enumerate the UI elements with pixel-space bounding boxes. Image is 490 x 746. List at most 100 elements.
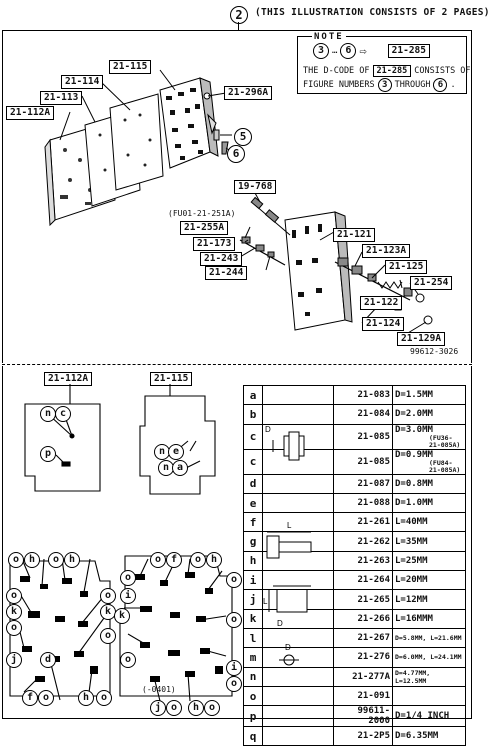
row-part-number: 21-091 <box>333 685 393 707</box>
callout-21-123A: 21-123A <box>362 244 411 258</box>
row-size-value: D=2.0MM <box>395 409 433 420</box>
plate-112A-outline <box>24 403 101 492</box>
row-part-number: 21-088 <box>333 492 393 514</box>
callout-19-768: 19-768 <box>234 180 277 194</box>
marker-j-2: j <box>150 700 166 716</box>
marker-i-2: i <box>226 660 242 676</box>
marker-o-11: o <box>190 552 206 568</box>
row-size: L=35MM <box>392 531 466 552</box>
row-size-value: L=40MM <box>395 517 428 528</box>
row-illustration-cell <box>262 726 334 746</box>
plate-note: (-0401) <box>142 685 176 694</box>
note-line1-code: 21-285 <box>372 65 412 77</box>
tag-21-115: 21-115 <box>150 372 193 386</box>
row-part-number: 21-087 <box>333 473 393 494</box>
row-size-note: (FU84-21-085A) <box>429 458 461 474</box>
row-size-note: (FU36-21-085A) <box>429 433 461 449</box>
note-range-sep: … <box>332 45 338 56</box>
note-line2-circle-6: 6 <box>433 78 448 92</box>
row-size: D=6.0MM, L=24.1MM <box>392 647 466 668</box>
note-code-tag: 21-285 <box>387 44 430 58</box>
row-size-value: L=12MM <box>395 594 428 605</box>
row-size-value: D=0.9MM <box>395 449 433 460</box>
marker-n-112A: n <box>40 406 56 422</box>
row-size: D=5.8MM, L=21.6MM <box>392 627 466 649</box>
row-size: L=25MM <box>392 550 466 572</box>
callout-21-254: 21-254 <box>410 276 453 290</box>
row-size: D=0.9MM(FU84-21-085A) <box>392 448 466 475</box>
orifice-shape-drawing: D <box>265 425 305 461</box>
callout-21-296A: 21-296A <box>224 86 273 100</box>
marker-e-115: e <box>168 444 184 460</box>
cup-plug-shape-drawing: L D <box>263 585 311 628</box>
note-line2-mid: THROUGH <box>394 79 431 90</box>
marker-o-9: o <box>96 690 112 706</box>
callout-21-129A: 21-129A <box>397 332 446 346</box>
note-line1-pre: THE D-CODE OF <box>303 65 370 76</box>
svg-text:L: L <box>263 597 268 606</box>
row-key: a <box>243 384 263 406</box>
row-size-value: D=1/4 INCH <box>395 711 450 722</box>
callout-21-125: 21-125 <box>385 260 428 274</box>
row-part-number: 21-264 <box>333 570 393 591</box>
row-part-number: 21-085 <box>333 423 393 450</box>
row-size: L=16MMM <box>392 608 466 629</box>
marker-o-8: o <box>38 690 54 706</box>
note-line1-post: CONSISTS OF <box>414 65 471 76</box>
svg-text:D: D <box>265 425 271 434</box>
marker-o-5: o <box>100 588 116 604</box>
marker-h-4: h <box>206 552 222 568</box>
marker-j-1: j <box>6 652 22 668</box>
ball-shape-drawing: D <box>279 643 299 666</box>
row-size-value: D=0.8MM <box>395 478 433 489</box>
row-size: D=2.0MM <box>392 404 466 425</box>
note-title: NOTE <box>312 32 346 42</box>
ref-leader <box>238 22 239 31</box>
marker-a-115: a <box>172 460 188 476</box>
row-size: D=4.77MM, L=12.5MM <box>392 666 466 687</box>
callout-circle-6: 6 <box>227 145 245 163</box>
marker-o-15: o <box>226 676 242 692</box>
marker-o-17: o <box>204 700 220 716</box>
row-size-value: D=6.0MM, L=24.1MM <box>395 653 462 662</box>
note-circle-6: 6 <box>340 43 357 59</box>
row-illustration-cell <box>262 705 334 728</box>
row-part-number: 21-267 <box>333 627 393 649</box>
row-part-number: 21-266 <box>333 608 393 629</box>
marker-c-112A: c <box>55 406 71 422</box>
section-divider <box>2 364 472 365</box>
row-size-value: D=4.77MM, L=12.5MM <box>395 668 431 685</box>
marker-f-1: f <box>22 690 38 706</box>
illustration-title: (THIS ILLUSTRATION CONSISTS OF 2 PAGES) <box>255 7 490 18</box>
marker-o-7: o <box>120 652 136 668</box>
row-size <box>392 685 466 707</box>
callout-21-173: 21-173 <box>193 237 236 251</box>
callout-circle-5: 5 <box>234 128 252 146</box>
marker-o-12: o <box>120 570 136 586</box>
lower-diagram-panel <box>2 366 472 719</box>
row-part-number: 21-085 <box>333 448 393 475</box>
row-key: p <box>243 705 263 728</box>
row-size: L=20MM <box>392 570 466 591</box>
callout-21-244: 21-244 <box>205 266 248 280</box>
note-circle-3: 3 <box>313 43 329 59</box>
row-key: o <box>243 685 263 707</box>
callout-21-112A: 21-112A <box>6 106 55 120</box>
row-size-value: D=6.35MM <box>395 731 439 742</box>
callout-21-121: 21-121 <box>333 228 376 242</box>
marker-h-3: h <box>78 690 94 706</box>
note-box <box>297 36 467 94</box>
marker-o-2: o <box>48 552 64 568</box>
row-part-number: 21-276 <box>333 647 393 668</box>
row-size-value: L=25MM <box>395 555 428 566</box>
row-key: q <box>243 726 263 746</box>
marker-k-1: k <box>6 604 22 620</box>
check-ball-parts <box>203 92 229 155</box>
